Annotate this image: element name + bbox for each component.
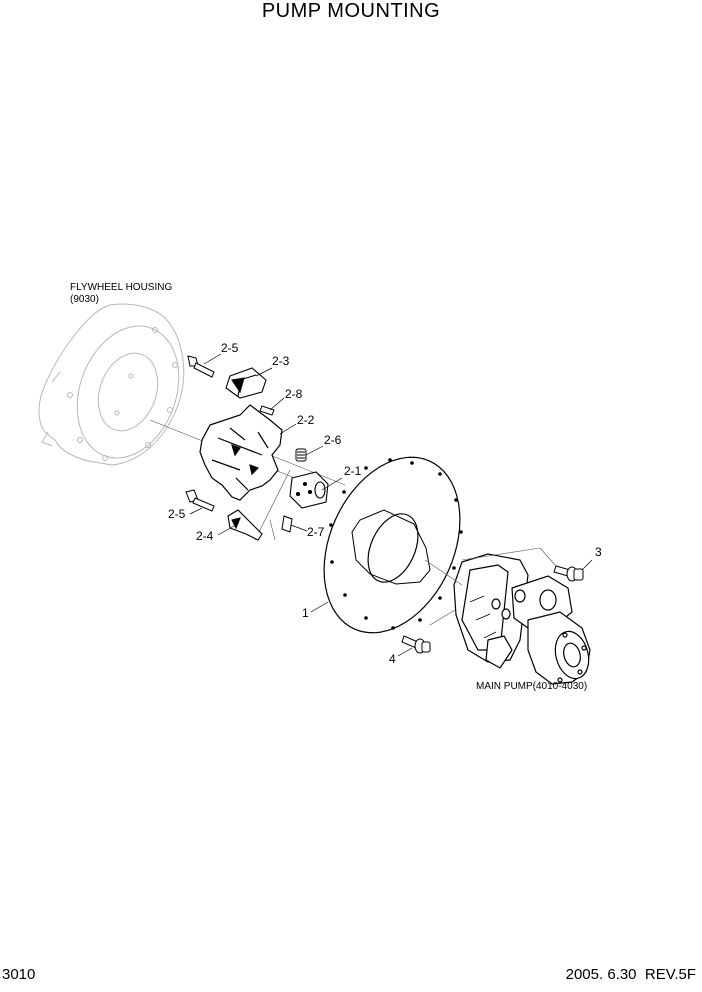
bolt-3 (553, 565, 584, 582)
page-number: 3010 (2, 966, 36, 983)
page-title: PUMP MOUNTING (261, 0, 441, 22)
revision-label: 2005. 6.30 REV.5F (565, 966, 696, 983)
flywheel-housing-ref-label: (9030) (70, 294, 99, 305)
bolt-4 (401, 635, 431, 654)
part-label-2-7: 2-7 (307, 525, 325, 539)
part-label-2-6: 2-6 (324, 433, 342, 447)
set-screw (295, 448, 307, 462)
part-label-2-3: 2-3 (272, 354, 290, 368)
hub-part (289, 471, 329, 509)
main-pump (453, 553, 591, 685)
bolt-lower (185, 489, 215, 512)
wedge-part (227, 509, 263, 541)
part-label-1: 1 (302, 606, 309, 620)
part-label-2-1: 2-1 (344, 464, 362, 478)
coupling-element (199, 404, 283, 501)
part-label-2-2: 2-2 (297, 413, 315, 427)
drive-disc (323, 456, 463, 634)
part-label-2-4: 2-4 (196, 529, 214, 543)
part-label-2-5-upper: 2-5 (221, 341, 239, 355)
pin-upper (259, 405, 275, 416)
part-label-2-8: 2-8 (285, 387, 303, 401)
part-label-2-5-lower: 2-5 (168, 507, 186, 521)
pin-lower (281, 515, 293, 533)
main-pump-label: MAIN PUMP(4010-4030) (476, 681, 588, 692)
bolt-upper (187, 355, 215, 378)
part-label-4: 4 (389, 652, 396, 666)
flywheel-housing-label: FLYWHEEL HOUSING (70, 282, 173, 293)
part-label-3: 3 (595, 545, 602, 559)
flywheel-housing (38, 303, 185, 466)
shoe-part (225, 367, 267, 399)
